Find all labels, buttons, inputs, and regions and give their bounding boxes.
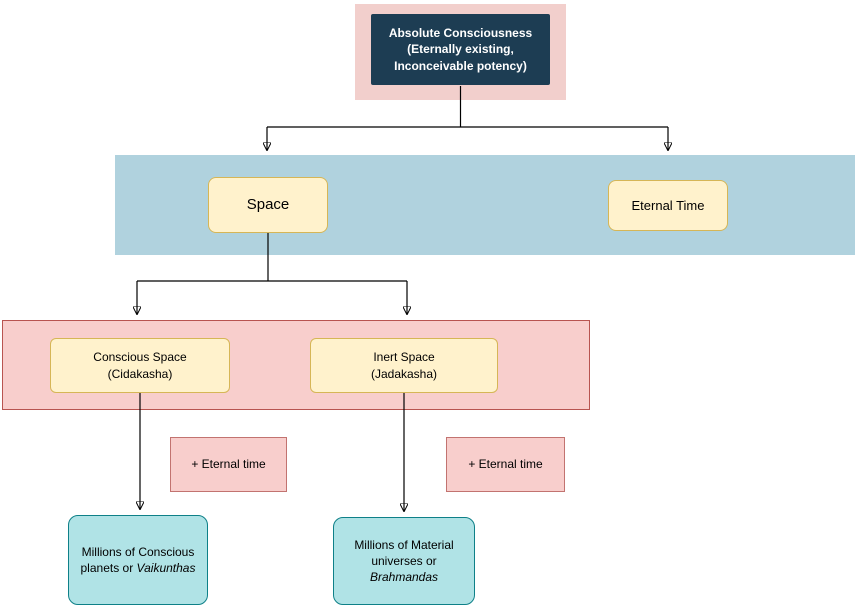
inert-space-line1: Inert Space bbox=[373, 350, 435, 365]
conscious-planets-text: Millions of Conscious planets or bbox=[80, 544, 195, 575]
node-plus-eternal-time-left: + Eternal time bbox=[170, 437, 287, 492]
absolute-consciousness-line3: Inconceivable potency) bbox=[394, 58, 527, 73]
conscious-space-line1: Conscious Space bbox=[93, 350, 187, 365]
node-plus-eternal-time-right: + Eternal time bbox=[446, 437, 565, 492]
eternal-time-label: Eternal Time bbox=[631, 197, 705, 213]
node-absolute-consciousness: Absolute Consciousness (Eternally existi… bbox=[371, 14, 550, 85]
node-space: Space bbox=[208, 177, 328, 233]
node-conscious-planets: Millions of Conscious planets or Vaikunt… bbox=[68, 515, 208, 605]
material-universes-text: Millions of Material universes or bbox=[354, 537, 454, 568]
material-universes-italic: Brahmandas bbox=[369, 570, 439, 585]
plus-eternal-time-left-label: + Eternal time bbox=[191, 457, 266, 472]
absolute-consciousness-line1: Absolute Consciousness bbox=[388, 26, 533, 41]
material-universes-label: Millions of Material universes or Brahma… bbox=[342, 537, 466, 586]
space-label: Space bbox=[246, 195, 290, 213]
absolute-consciousness-line2: (Eternally existing, bbox=[407, 42, 514, 57]
plus-eternal-time-right-label: + Eternal time bbox=[468, 457, 543, 472]
inert-space-line2: (Jadakasha) bbox=[370, 366, 438, 381]
node-conscious-space: Conscious Space (Cidakasha) bbox=[50, 338, 230, 393]
node-material-universes: Millions of Material universes or Brahma… bbox=[333, 517, 475, 605]
conscious-space-line2: (Cidakasha) bbox=[107, 366, 173, 381]
node-eternal-time: Eternal Time bbox=[608, 180, 728, 231]
conscious-planets-label: Millions of Conscious planets or Vaikunt… bbox=[77, 544, 199, 576]
conscious-planets-italic: Vaikunthas bbox=[136, 561, 196, 575]
node-inert-space: Inert Space (Jadakasha) bbox=[310, 338, 498, 393]
